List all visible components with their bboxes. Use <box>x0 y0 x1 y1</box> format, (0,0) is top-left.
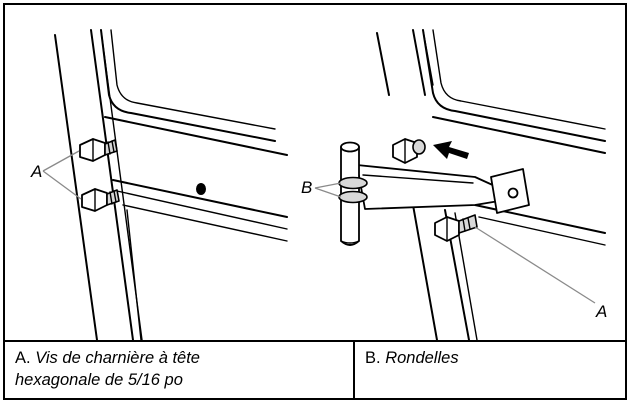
washer-upper <box>338 176 368 190</box>
caption-table: A. Vis de charnière à tête hexagonale de… <box>5 342 625 398</box>
left-bolt-lower <box>81 188 120 212</box>
callout-label-a-left: A <box>30 162 42 181</box>
figure-frame: A <box>3 3 627 400</box>
hinge-illustration: A <box>5 5 625 342</box>
caption-cell-a: A. Vis de charnière à tête hexagonale de… <box>5 342 355 398</box>
plate-hole <box>507 187 519 199</box>
caption-a-letter: A. <box>15 349 31 367</box>
caption-cell-b: B. Rondelles <box>355 342 625 398</box>
caption-b-letter: B. <box>365 349 381 367</box>
right-bolt-lower <box>434 214 478 242</box>
callout-label-b: B <box>301 178 312 197</box>
left-bolt-upper <box>79 138 118 162</box>
caption-a-line2: hexagonale de 5/16 po <box>15 371 183 389</box>
caption-b-text: Rondelles <box>385 349 459 367</box>
caption-a-line1: Vis de charnière à tête <box>35 349 200 367</box>
left-door-frame <box>54 29 288 340</box>
right-bolt-upper <box>392 138 426 164</box>
hinge-bracket <box>338 141 530 246</box>
arrow-icon <box>433 141 469 159</box>
callout-leader-b <box>314 182 342 198</box>
callout-leader-a-right <box>474 226 596 304</box>
beam-hole <box>196 183 206 195</box>
hinge-diagram-svg: A <box>30 29 607 340</box>
callout-leader-a-left <box>42 150 82 200</box>
callout-label-a-right: A <box>595 302 607 321</box>
washer-lower <box>338 190 368 204</box>
